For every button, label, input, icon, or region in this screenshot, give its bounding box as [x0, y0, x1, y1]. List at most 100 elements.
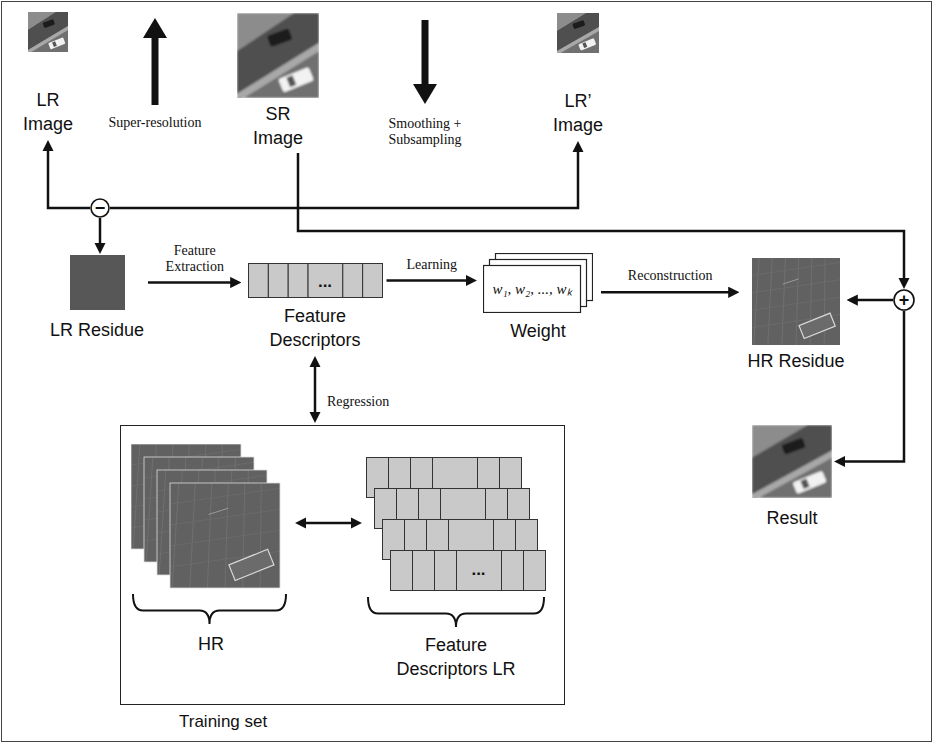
connector-arrow [851, 299, 893, 302]
photo-sidewalk [557, 27, 599, 53]
photo-dark-car [267, 28, 293, 47]
figure [70, 255, 125, 310]
photo-sidewalk [28, 26, 68, 52]
residue-node: HR Residue [747, 258, 844, 373]
photo [28, 12, 68, 52]
node-label: ... [471, 561, 485, 578]
descriptor-cell [308, 264, 343, 298]
residue-car [783, 279, 799, 284]
residue-ground [752, 258, 840, 345]
descriptor-cell [524, 551, 546, 591]
photo-white-car [792, 471, 826, 494]
photo [752, 425, 832, 498]
figure-art [752, 258, 840, 345]
photo-dark-car [43, 19, 55, 28]
edge-label: Feature Extraction [166, 243, 224, 275]
node-label: Training set [179, 710, 267, 734]
photo-windshield [800, 479, 809, 490]
hr-stack-node: HR [131, 444, 291, 656]
residue-edge [170, 509, 280, 525]
descriptor-cell [248, 264, 268, 298]
descriptor-cell [502, 551, 524, 591]
residue-node: LR Residue [50, 255, 144, 342]
descriptor-cell [457, 551, 502, 591]
connector-arrow [99, 218, 102, 250]
residue-edge [752, 297, 840, 310]
operator-outline [91, 199, 109, 217]
image-node: LR Image [23, 12, 73, 136]
residue-edge [170, 530, 280, 546]
node-label: LR Image [23, 88, 73, 136]
image-node: SR Image [237, 13, 319, 150]
brace [133, 594, 286, 624]
figure-art [248, 263, 383, 298]
add-operator: + [893, 289, 915, 311]
connector-arrow [601, 291, 735, 294]
edge-label: Regression [327, 394, 389, 410]
residue-edge [260, 483, 261, 588]
figure [237, 13, 319, 98]
figure: ... [248, 263, 383, 298]
figure-art [70, 255, 125, 310]
block-arrow-head [413, 84, 437, 104]
descriptor-cell [435, 551, 457, 591]
descriptor-stack-node: ... Feature Descriptors LR [366, 457, 546, 681]
residue-edge [170, 488, 280, 504]
node-label: Feature Descriptors LR [391, 633, 521, 681]
curly-brace [368, 597, 544, 627]
edge-label: Learning [406, 257, 457, 273]
photo-dark-car [572, 20, 585, 29]
figure-art [752, 425, 832, 498]
descriptor-cell [342, 264, 362, 298]
residue-image [752, 258, 840, 345]
connector-arrow [314, 360, 317, 419]
node-label: − [90, 198, 110, 218]
connector-arrow [110, 145, 578, 208]
edge-label: Reconstruction [628, 268, 713, 284]
subtract-operator: − [90, 198, 110, 218]
residue-edge [824, 258, 826, 345]
photo-windshield [286, 75, 296, 87]
node-label: w₁, w₂, ..., wₖ [492, 282, 571, 297]
curly-brace [133, 594, 286, 624]
connector-arrow [48, 144, 90, 208]
photo-windshield [52, 41, 57, 47]
photo-dark-car [781, 438, 806, 455]
photo [557, 13, 599, 53]
node-label: Result [766, 506, 817, 530]
residue-edge [146, 457, 153, 562]
weight-page [484, 266, 581, 313]
hr-image-edge [170, 483, 280, 588]
descriptor-cell [413, 551, 435, 591]
photo-white-car [578, 38, 596, 51]
residue-edge [768, 258, 772, 345]
connector-arrow [838, 311, 904, 462]
figure [557, 13, 599, 53]
descriptor-cell [268, 264, 288, 298]
connector-arrow [299, 522, 358, 525]
node-label: Weight [510, 319, 566, 343]
figure: ... [366, 457, 546, 629]
figure [131, 444, 291, 626]
figure-art [237, 13, 319, 98]
figure-art [557, 13, 599, 53]
residue-edge [172, 483, 179, 588]
figure-art [366, 457, 546, 629]
node-label: LR’ Image [553, 89, 603, 137]
brace [368, 597, 544, 627]
node-label: ... [318, 272, 332, 289]
descriptor-cell [362, 264, 382, 298]
residue-edge [159, 470, 166, 575]
step-label: Smoothing + Subsampling [388, 116, 461, 148]
photo-sidewalk [237, 43, 319, 98]
figure: w₁, w₂, ..., wₖ [483, 253, 593, 313]
node-label: HR [198, 632, 224, 656]
result-node: Result [752, 425, 832, 530]
node-label: HR Residue [747, 349, 844, 373]
residue-image [70, 255, 125, 310]
photo-white-car [278, 67, 314, 93]
figure-art [28, 12, 68, 52]
block-arrow-head [143, 18, 167, 38]
